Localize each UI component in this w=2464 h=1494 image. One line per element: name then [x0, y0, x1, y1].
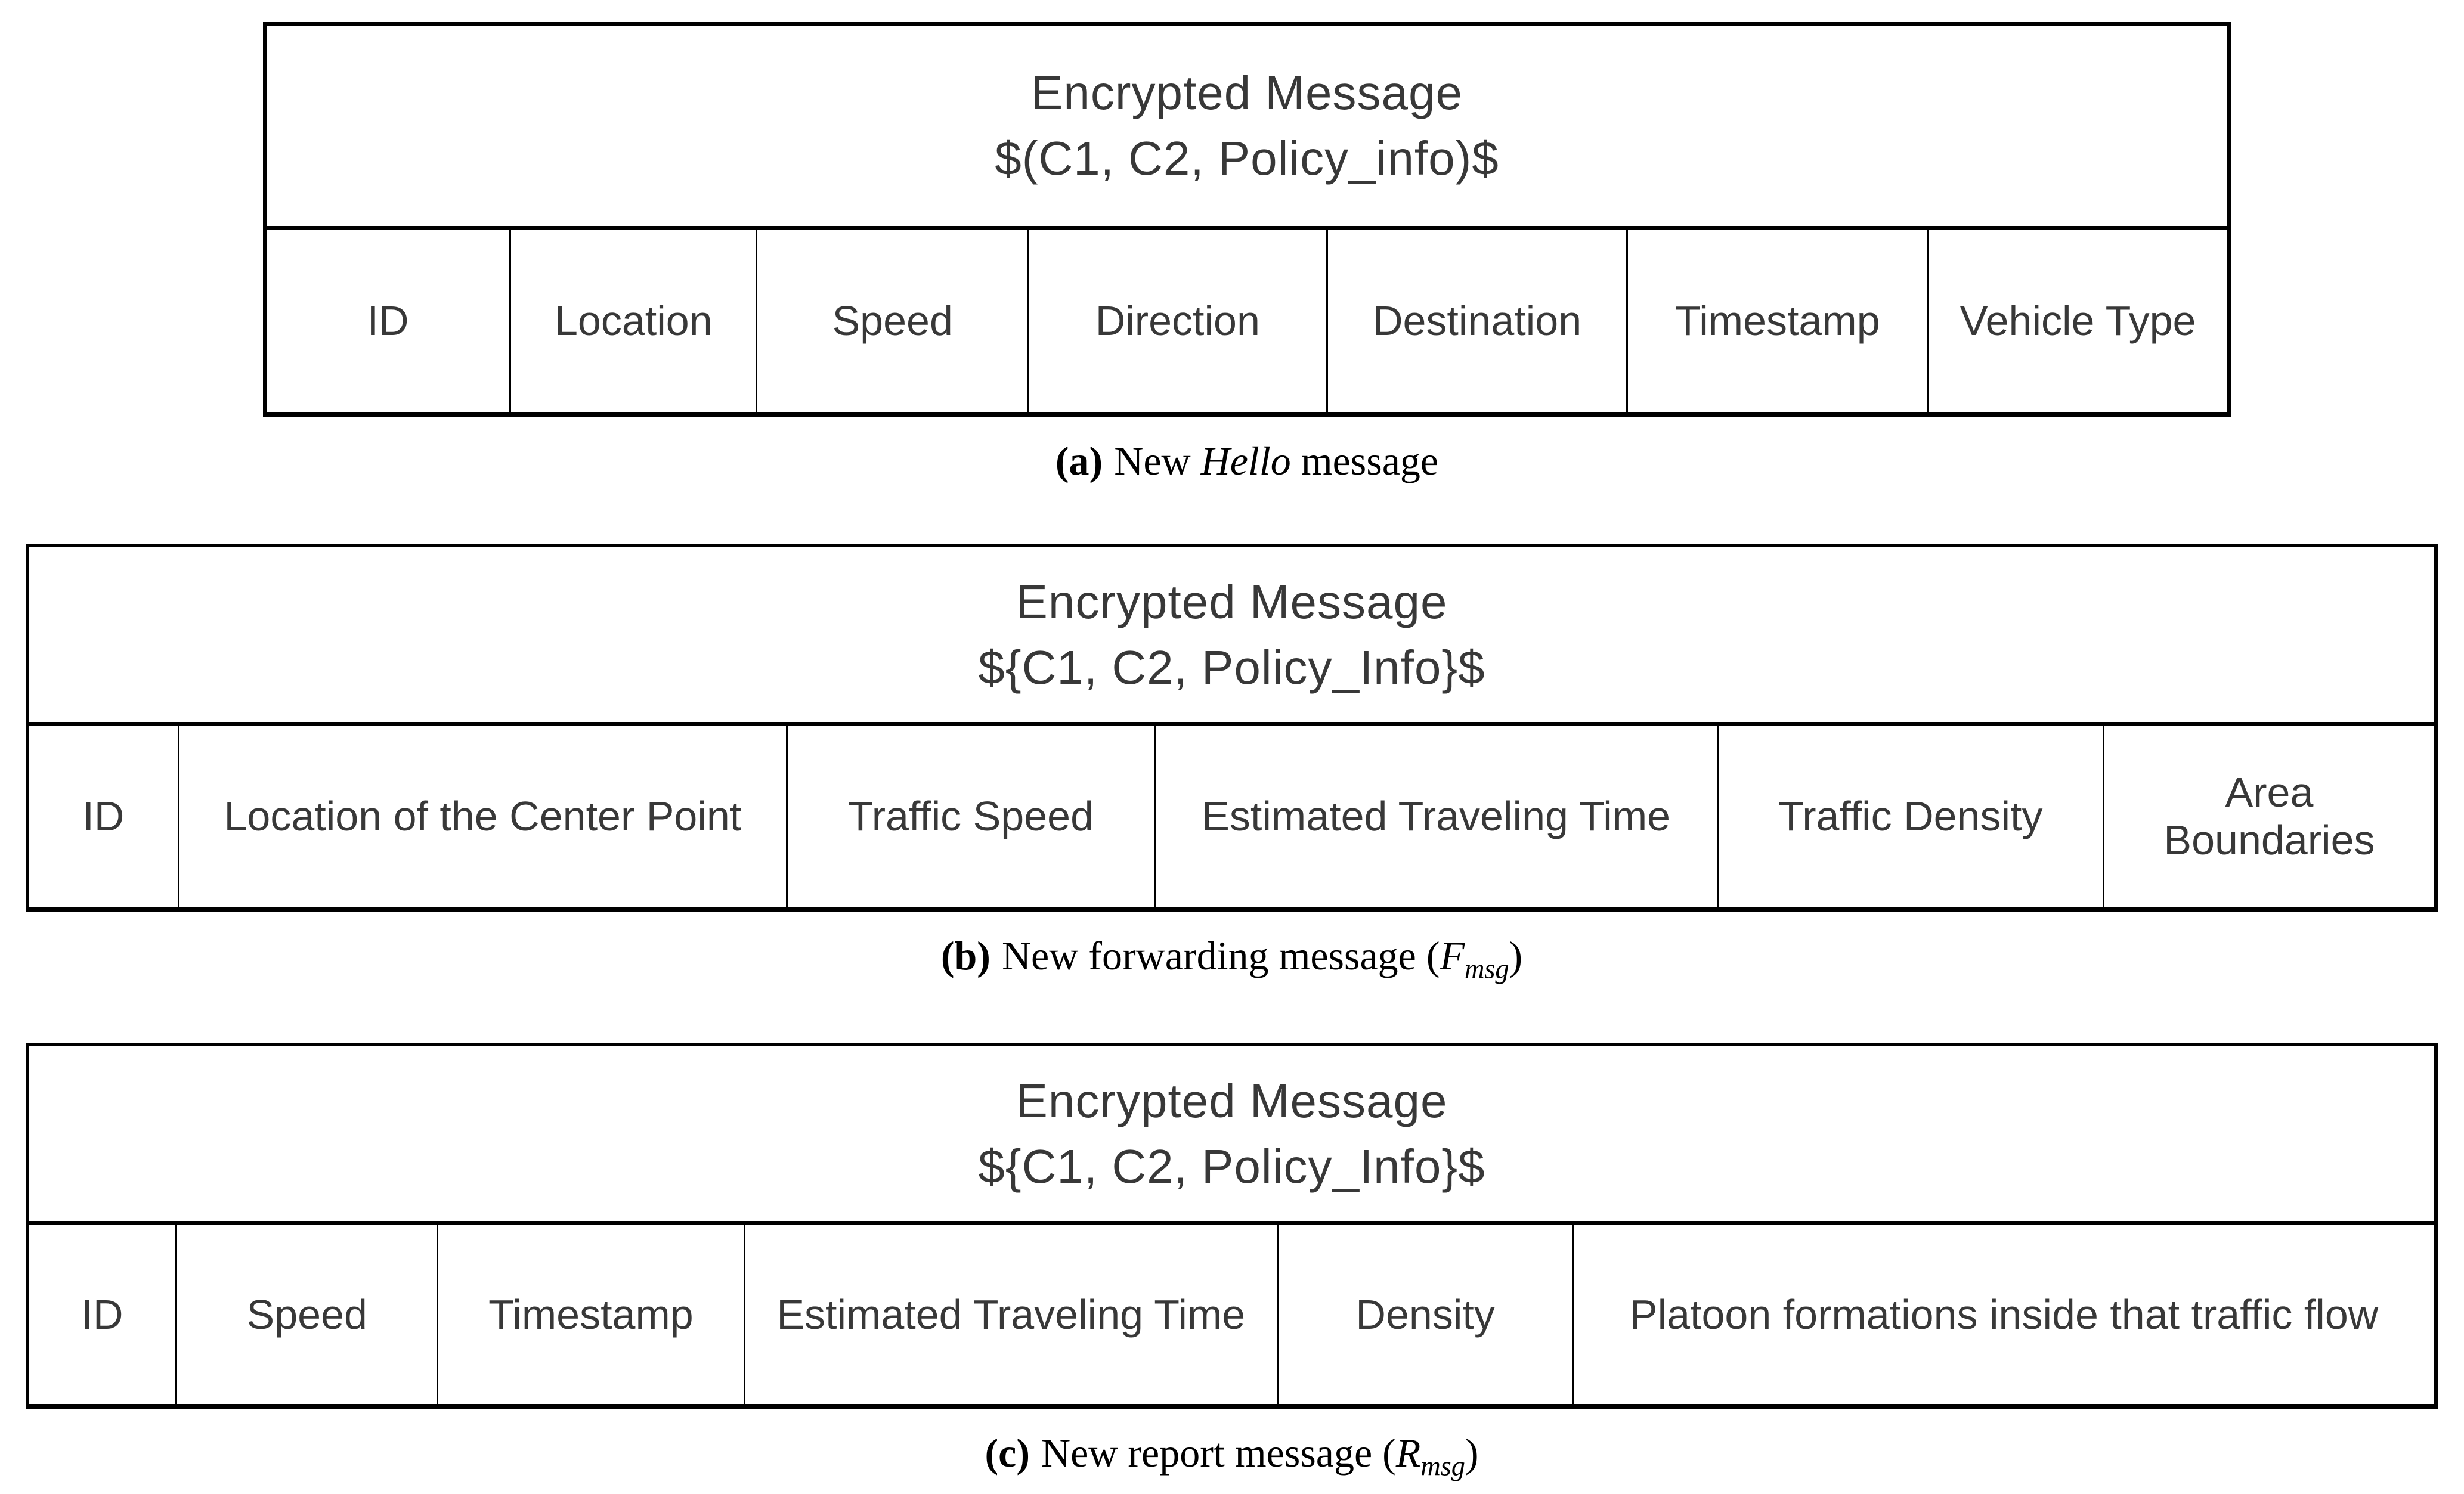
- caption-b: (b)New forwarding message (Fmsg): [26, 929, 2438, 997]
- hello-message-table: Encrypted Message $(C1, C2, Policy_info)…: [263, 22, 2231, 417]
- field-cell-id: ID: [367, 297, 409, 344]
- encrypted-message-header: Encrypted Message $(C1, C2, Policy_info)…: [267, 26, 2227, 230]
- caption-label: (a): [1055, 438, 1103, 483]
- field-cell-timestamp: Timestamp: [437, 1225, 743, 1404]
- field-row: ID Location of the Center Point Traffic …: [29, 726, 2434, 907]
- field-cell-destination: Destination: [1326, 230, 1627, 412]
- field-cell-travel-time: Estimated Traveling Time: [1153, 726, 1717, 907]
- field-cell-location: Location: [509, 230, 756, 412]
- caption-label: (c): [985, 1430, 1030, 1476]
- header-line-2: $(C1, C2, Policy_info)$: [995, 132, 1499, 185]
- field-cell-area-boundaries: Area Boundaries: [2102, 726, 2434, 907]
- caption-text: New: [1114, 438, 1201, 483]
- field-cell-traffic-speed: Traffic Speed: [785, 726, 1154, 907]
- header-line-2: ${C1, C2, Policy_Info}$: [978, 640, 1485, 694]
- figure-a-hello-message: Encrypted Message $(C1, C2, Policy_info)…: [263, 22, 2231, 502]
- field-cell-vehicle-type: Vehicle Type: [1927, 230, 2227, 412]
- figure-c-report-message: Encrypted Message ${C1, C2, Policy_Info}…: [26, 1043, 2438, 1494]
- encrypted-message-header: Encrypted Message ${C1, C2, Policy_Info}…: [29, 547, 2434, 726]
- header-line-1: Encrypted Message: [1016, 575, 1448, 628]
- report-message-table: Encrypted Message ${C1, C2, Policy_Info}…: [26, 1043, 2438, 1409]
- encrypted-message-header: Encrypted Message ${C1, C2, Policy_Info}…: [29, 1046, 2434, 1225]
- caption-a: (a)New Hello message: [263, 434, 2231, 502]
- field-row: ID Speed Timestamp Estimated Traveling T…: [29, 1225, 2434, 1404]
- field-cell-timestamp: Timestamp: [1626, 230, 1927, 412]
- header-line-1: Encrypted Message: [1016, 1074, 1448, 1127]
- caption-subscript: msg: [1465, 954, 1509, 985]
- caption-variable: R: [1395, 1430, 1421, 1476]
- caption-end: ): [1509, 933, 1523, 978]
- caption-end: ): [1465, 1430, 1479, 1476]
- field-cell-traffic-density: Traffic Density: [1716, 726, 2103, 907]
- field-cell-speed: Speed: [756, 230, 1027, 412]
- field-cell-speed: Speed: [175, 1225, 437, 1404]
- field-cell-id: ID: [82, 793, 125, 839]
- caption-end: message: [1290, 438, 1439, 483]
- header-line-1: Encrypted Message: [1030, 66, 1463, 119]
- field-cell-direction: Direction: [1027, 230, 1326, 412]
- caption-c: (c)New report message (Rmsg): [26, 1426, 2438, 1494]
- caption-text: New forwarding message (: [1001, 933, 1440, 978]
- field-row: ID Location Speed Direction Destination …: [267, 230, 2227, 412]
- caption-italic-term: Hello: [1200, 438, 1291, 483]
- field-cell-travel-time: Estimated Traveling Time: [743, 1225, 1277, 1404]
- caption-text: New report message (: [1041, 1430, 1396, 1476]
- header-line-2: ${C1, C2, Policy_Info}$: [978, 1139, 1485, 1193]
- caption-label: (b): [940, 933, 990, 978]
- field-cell-density: Density: [1277, 1225, 1572, 1404]
- field-cell-center-point: Location of the Center Point: [177, 726, 786, 907]
- caption-variable: F: [1440, 933, 1465, 978]
- forwarding-message-table: Encrypted Message ${C1, C2, Policy_Info}…: [26, 544, 2438, 912]
- caption-subscript: msg: [1420, 1451, 1465, 1482]
- field-cell-id: ID: [81, 1291, 123, 1338]
- field-cell-platoon-formations: Platoon formations inside that traffic f…: [1572, 1225, 2434, 1404]
- figure-b-forwarding-message: Encrypted Message ${C1, C2, Policy_Info}…: [26, 544, 2438, 997]
